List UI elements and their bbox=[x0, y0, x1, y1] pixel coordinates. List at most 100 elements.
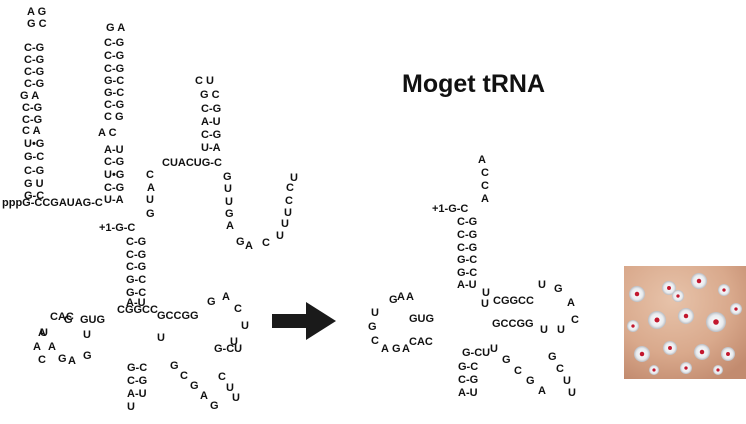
structure-label: C-G bbox=[104, 63, 124, 75]
right-arrow-icon bbox=[272, 302, 336, 340]
structure-label: G-C bbox=[458, 361, 478, 373]
structure-label: G bbox=[526, 375, 535, 387]
structure-label: G U bbox=[24, 178, 44, 190]
structure-label: G bbox=[502, 354, 511, 366]
structure-label: C bbox=[371, 335, 379, 347]
structure-label: C-G bbox=[201, 129, 221, 141]
structure-label: C-G bbox=[457, 242, 477, 254]
structure-label: G-C bbox=[457, 254, 477, 266]
structure-label: C-G bbox=[22, 114, 42, 126]
structure-label: A bbox=[68, 355, 76, 367]
structure-label: G bbox=[207, 296, 216, 308]
structure-label: C bbox=[481, 180, 489, 192]
structure-label: G bbox=[554, 283, 563, 295]
structure-label: C bbox=[234, 303, 242, 315]
structure-label: G-C bbox=[126, 274, 146, 286]
structure-label: U-A bbox=[104, 194, 124, 206]
structure-label: U bbox=[40, 327, 48, 339]
structure-label: U bbox=[127, 401, 135, 413]
structure-label: G A bbox=[106, 22, 125, 34]
structure-label: C-G bbox=[24, 42, 44, 54]
structure-label: C-G bbox=[104, 182, 124, 194]
structure-label: CAC bbox=[409, 336, 433, 348]
structure-label: G-C bbox=[104, 87, 124, 99]
structure-label: C-G bbox=[458, 374, 478, 386]
structure-label: U bbox=[563, 375, 571, 387]
structure-label: G bbox=[210, 400, 219, 412]
structure-label: G-CU bbox=[214, 343, 242, 355]
structure-label: C-G bbox=[201, 103, 221, 115]
structure-label: A bbox=[200, 390, 208, 402]
structure-label: C bbox=[262, 237, 270, 249]
structure-label: G bbox=[548, 351, 557, 363]
structure-label: CAC bbox=[50, 311, 74, 323]
structure-label: U bbox=[538, 279, 546, 291]
structure-label: GUG bbox=[409, 313, 434, 325]
structure-label: GCCGG bbox=[157, 310, 199, 322]
structure-label: U bbox=[281, 218, 289, 230]
structure-label: A bbox=[48, 341, 56, 353]
structure-label: C A bbox=[22, 125, 41, 137]
structure-label: C-G bbox=[457, 216, 477, 228]
figure-title: Moget tRNA bbox=[402, 70, 546, 98]
structure-label: CUACUG-C bbox=[162, 157, 222, 169]
structure-label: U bbox=[157, 332, 165, 344]
structure-label: C G bbox=[104, 111, 124, 123]
structure-label: A bbox=[38, 327, 46, 339]
structure-label: U bbox=[540, 324, 548, 336]
structure-label: U bbox=[482, 287, 490, 299]
structure-label: U•G bbox=[104, 169, 124, 181]
structure-label: A bbox=[406, 291, 414, 303]
structure-label: C-G bbox=[126, 249, 146, 261]
structure-label: C bbox=[285, 195, 293, 207]
structure-label: U bbox=[557, 324, 565, 336]
structure-label: G-C bbox=[104, 75, 124, 87]
structure-label: U bbox=[225, 196, 233, 208]
structure-label: G bbox=[64, 314, 73, 326]
structure-label: C bbox=[514, 365, 522, 377]
structure-label: U bbox=[284, 207, 292, 219]
structure-label: +1-G-C bbox=[432, 203, 468, 215]
structure-label: C-G bbox=[126, 261, 146, 273]
structure-label: A-U bbox=[127, 388, 147, 400]
structure-label: C bbox=[38, 354, 46, 366]
structure-label: G bbox=[389, 294, 398, 306]
structure-label: A C bbox=[98, 127, 117, 139]
structure-label: pppG-CCGAUAG-C bbox=[2, 197, 103, 209]
structure-label: G-CU bbox=[462, 347, 490, 359]
structure-label: C-G bbox=[24, 78, 44, 90]
structure-label: C bbox=[146, 169, 154, 181]
structure-label: C-G bbox=[24, 54, 44, 66]
structure-label: C bbox=[556, 363, 564, 375]
structure-label: C-G bbox=[24, 66, 44, 78]
structure-label: G bbox=[225, 208, 234, 220]
structure-label: C-G bbox=[104, 37, 124, 49]
structure-label: A-U bbox=[201, 116, 221, 128]
structure-label: A bbox=[538, 385, 546, 397]
structure-label: C bbox=[481, 167, 489, 179]
structure-label: G-C bbox=[457, 267, 477, 279]
structure-label: C bbox=[180, 370, 188, 382]
structure-label: CGGCC bbox=[493, 295, 534, 307]
structure-label: A-U bbox=[104, 144, 124, 156]
structure-label: A bbox=[478, 154, 486, 166]
structure-label: G-C bbox=[24, 190, 44, 202]
structure-label: G bbox=[83, 350, 92, 362]
structure-label: U bbox=[481, 298, 489, 310]
structure-label: G A bbox=[20, 90, 39, 102]
structure-label: G bbox=[236, 236, 245, 248]
structure-label: G-C bbox=[126, 287, 146, 299]
structure-label: G C bbox=[27, 18, 47, 30]
structure-label: G bbox=[190, 380, 199, 392]
structure-label: U bbox=[568, 387, 576, 399]
structure-label: U-A bbox=[201, 142, 221, 154]
structure-label: G bbox=[58, 353, 67, 365]
structure-label: A bbox=[381, 343, 389, 355]
structure-label: G bbox=[368, 321, 377, 333]
structure-label: C-G bbox=[22, 102, 42, 114]
structure-label: GUG bbox=[80, 314, 105, 326]
structure-label: A-U bbox=[458, 387, 478, 399]
structure-label: C-G bbox=[24, 165, 44, 177]
